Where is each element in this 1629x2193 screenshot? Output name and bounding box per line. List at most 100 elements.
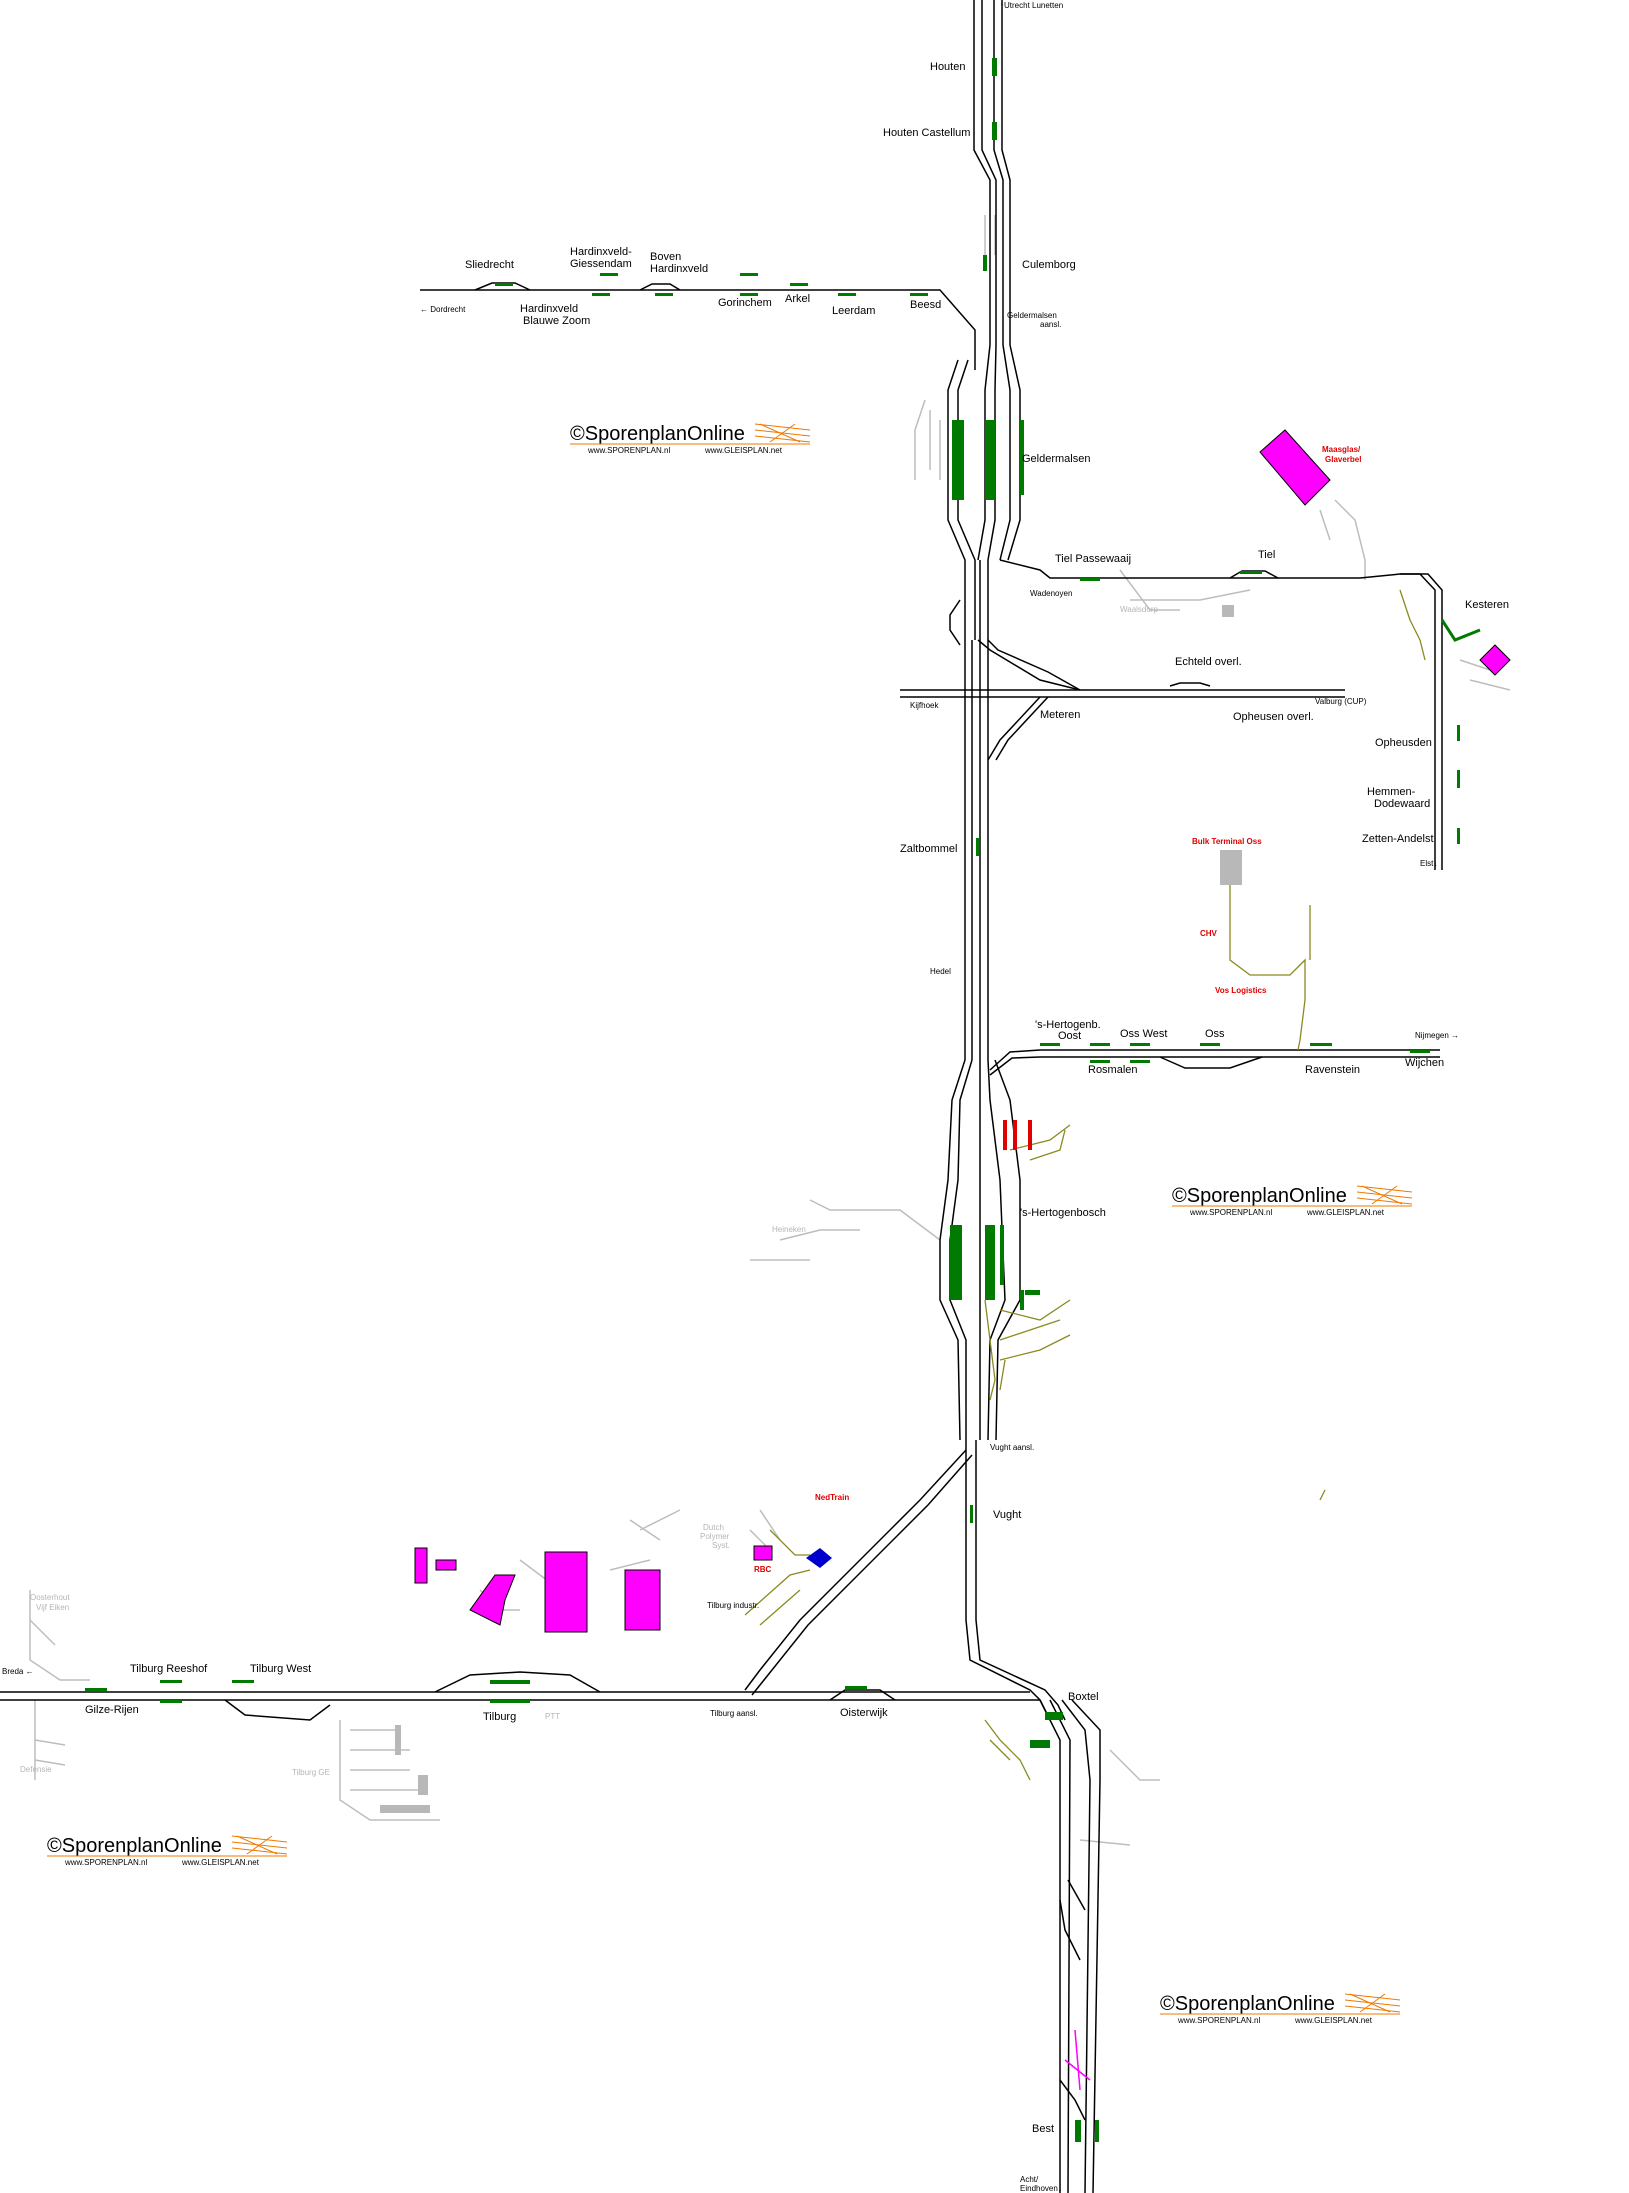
platforms	[85, 58, 1460, 2142]
label-vught: Vught	[993, 1509, 1021, 1521]
label-waalsdorp: Waalsdorp	[1120, 605, 1158, 614]
logo-1: ©SporenplanOnline www.SPORENPLAN.nl www.…	[570, 423, 811, 455]
label-bulk-terminal: Bulk Terminal Oss	[1192, 837, 1262, 846]
label-oosterhout-1: Oosterhout	[30, 1593, 70, 1602]
logo-url-2: www.GLEISPLAN.net	[704, 446, 783, 455]
label-hardinxveld-giessendam-2: Giessendam	[570, 258, 632, 270]
logo-4: ©SporenplanOnline www.SPORENPLAN.nl www.…	[1160, 1993, 1401, 2025]
label-tiel: Tiel	[1258, 549, 1275, 561]
label-valburg: Valburg (CUP)	[1315, 697, 1367, 706]
label-hardinxveld-giessendam-1: Hardinxveld-	[570, 246, 632, 258]
logo-url-1: www.SPORENPLAN.nl	[1189, 1208, 1272, 1217]
label-acht-eindhoven-2: Eindhoven↓	[1020, 2184, 1062, 2193]
red-sidings	[1003, 1120, 1032, 1150]
label-zaltbommel: Zaltbommel	[900, 843, 957, 855]
label-tilburg-reeshof: Tilburg Reeshof	[130, 1663, 208, 1675]
label-maasglas-1: Maasglas/	[1322, 445, 1361, 454]
label-gilze-rijen: Gilze-Rijen	[85, 1704, 139, 1716]
label-sliedrecht: Sliedrecht	[465, 259, 514, 271]
logo-track-graphic	[570, 423, 811, 445]
label-meteren: Meteren	[1040, 709, 1080, 721]
logo-url-2: www.GLEISPLAN.net	[1294, 2016, 1373, 2025]
logo-2: ©SporenplanOnline www.SPORENPLAN.nl www.…	[1172, 1185, 1413, 1217]
label-hemmen-2: Dodewaard	[1374, 798, 1430, 810]
label-boven-hardinxveld-1: Boven	[650, 251, 681, 263]
label-tilburg: Tilburg	[483, 1711, 516, 1723]
label-geldermalsen-aansl-2: aansl.	[1040, 320, 1061, 329]
label-shertogenbosch-oost-2: Oost	[1058, 1030, 1081, 1042]
label-dutch-polymer-2: Polymer	[700, 1532, 730, 1541]
label-chv: CHV	[1200, 929, 1218, 938]
label-shertogenbosch-oost-1: 's-Hertogenb.	[1035, 1019, 1101, 1031]
label-houten-castellum: Houten Castellum	[883, 127, 970, 139]
industry-building-blue	[806, 1548, 832, 1568]
label-dutch-polymer-3: Syst.	[712, 1541, 730, 1550]
label-shertogenbosch: 's-Hertogenbosch	[1020, 1207, 1106, 1219]
label-hardinxveld-bz-1: Hardinxveld	[520, 303, 578, 315]
logo-title: ©SporenplanOnline	[1160, 1993, 1335, 2015]
label-dordrecht: ← Dordrecht	[420, 305, 466, 314]
grey-buildings	[380, 605, 1242, 1813]
label-wijchen: Wijchen	[1405, 1057, 1444, 1069]
industry-buildings	[414, 429, 1511, 1633]
label-leerdam: Leerdam	[832, 305, 875, 317]
label-kijfhoek: Kijfhoek	[910, 701, 939, 710]
label-vos: Vos Logistics	[1215, 986, 1267, 995]
label-opheusden: Opheusden	[1375, 737, 1432, 749]
label-tilburg-industr: Tilburg industr.	[707, 1601, 759, 1610]
station-labels: ↑Utrecht Lunetten Houten Houten Castellu…	[2, 1, 1509, 2193]
logo-title: ©SporenplanOnline	[1172, 1185, 1347, 1207]
logo-url-1: www.SPORENPLAN.nl	[587, 446, 670, 455]
label-maasglas-2: Glaverbel	[1325, 455, 1361, 464]
label-boven-hardinxveld-2: Hardinxveld	[650, 263, 708, 275]
logo-url-1: www.SPORENPLAN.nl	[1177, 2016, 1260, 2025]
label-tilburg-west: Tilburg West	[250, 1663, 311, 1675]
label-opheusen: Opheusen overl.	[1233, 711, 1314, 723]
main-tracks	[0, 0, 1443, 2193]
green-curve	[1440, 619, 1481, 642]
label-tiel-passewaaij: Tiel Passewaaij	[1055, 553, 1131, 565]
label-nijmegen: Nijmegen →	[1415, 1031, 1459, 1040]
logo-url-2: www.GLEISPLAN.net	[181, 1858, 260, 1867]
industry-labels: Maasglas/ Glaverbel Bulk Terminal Oss CH…	[815, 445, 1361, 1502]
label-defensie: Defensie	[20, 1765, 52, 1774]
label-houten: Houten	[930, 61, 965, 73]
label-culemborg: Culemborg	[1022, 259, 1076, 271]
logo-3: ©SporenplanOnline www.SPORENPLAN.nl www.…	[47, 1835, 288, 1867]
label-arkel: Arkel	[785, 293, 810, 305]
label-beesd: Beesd	[910, 299, 941, 311]
label-breda: Breda ←	[2, 1667, 34, 1676]
label-heineken: Heineken	[772, 1225, 806, 1234]
label-vught-aansl: Vught aansl.	[990, 1443, 1034, 1452]
logo-track-graphic	[1172, 1185, 1413, 1207]
logo-track-graphic	[1160, 1993, 1401, 2015]
label-geldermalsen: Geldermalsen	[1022, 453, 1090, 465]
label-elst: Elst↓	[1420, 859, 1437, 868]
label-nedtrain: NedTrain	[815, 1493, 849, 1502]
label-utrecht-lunetten: ↑Utrecht Lunetten	[1000, 1, 1063, 10]
pink-crossover	[1064, 2029, 1091, 2091]
label-oosterhout-2: Vijf Eiken	[36, 1603, 69, 1612]
label-tilburg-aansl: Tilburg aansl.	[710, 1709, 758, 1718]
label-rosmalen: Rosmalen	[1088, 1064, 1138, 1076]
logo-title: ©SporenplanOnline	[47, 1835, 222, 1857]
label-oss: Oss	[1205, 1028, 1225, 1040]
logo-url-1: www.SPORENPLAN.nl	[64, 1858, 147, 1867]
label-zetten: Zetten-Andelst	[1362, 833, 1434, 845]
label-hardinxveld-bz-2: Blauwe Zoom	[523, 315, 590, 327]
label-acht-eindhoven-1: Acht/	[1020, 2175, 1039, 2184]
label-hedel: Hedel	[930, 967, 951, 976]
label-oss-west: Oss West	[1120, 1028, 1167, 1040]
label-tilburg-ge: Tilburg GE	[292, 1768, 330, 1777]
label-ravenstein: Ravenstein	[1305, 1064, 1360, 1076]
label-oisterwijk: Oisterwijk	[840, 1707, 888, 1719]
label-boxtel: Boxtel	[1068, 1691, 1099, 1703]
label-dutch-polymer-1: Dutch	[703, 1523, 724, 1532]
logo-track-graphic	[47, 1835, 288, 1857]
label-ptt: PTT	[545, 1712, 560, 1721]
label-best: Best	[1032, 2123, 1054, 2135]
logo-title: ©SporenplanOnline	[570, 423, 745, 445]
label-geldermalsen-aansl-1: Geldermalsen	[1007, 311, 1057, 320]
